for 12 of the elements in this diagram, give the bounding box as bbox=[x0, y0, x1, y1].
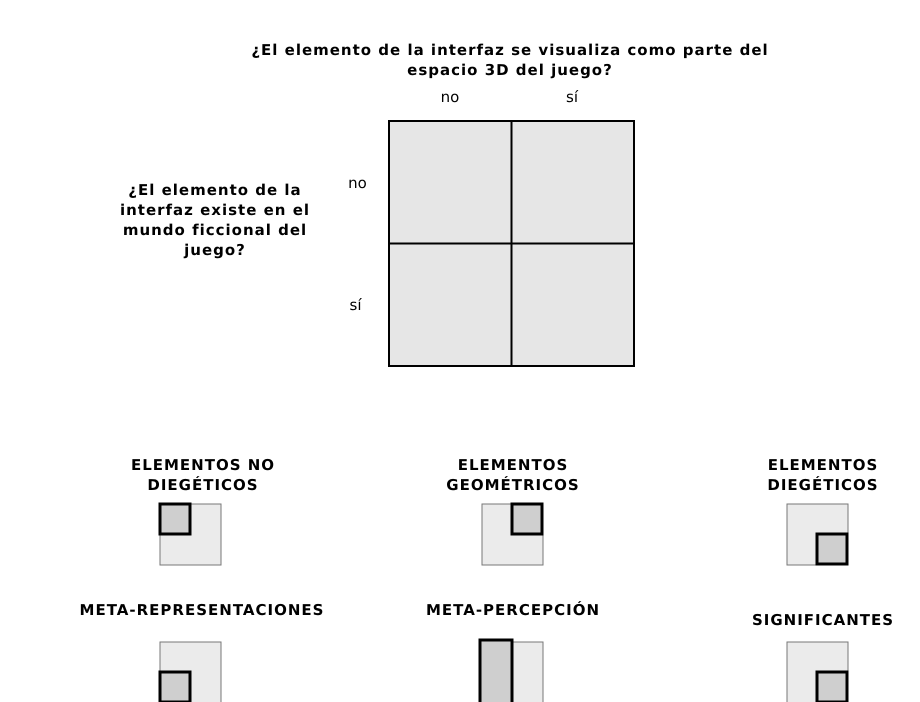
category-title: ELEMENTOS GEOMÉTRICOS bbox=[445, 455, 581, 495]
category-title: SIGNIFICANTES bbox=[750, 610, 896, 630]
axis-question: ¿El elemento de la interfaz existe en el mundo ficcional del juego? bbox=[118, 180, 312, 260]
axis-question: ¿El elemento de la interfaz se visualiza como parte del espacio 3D del juego? bbox=[250, 40, 770, 80]
row-header: sí bbox=[348, 296, 363, 314]
row-header: no bbox=[347, 174, 368, 192]
category-title: ELEMENTOS NO DIEGÉTICOS bbox=[130, 455, 276, 495]
category-title: META-REPRESENTACIONES bbox=[78, 600, 326, 620]
category-title: META-PERCEPCIÓN bbox=[424, 600, 601, 620]
column-header: no bbox=[440, 88, 460, 106]
category-title: ELEMENTOS DIEGÉTICOS bbox=[766, 455, 880, 495]
column-header: sí bbox=[565, 88, 580, 106]
